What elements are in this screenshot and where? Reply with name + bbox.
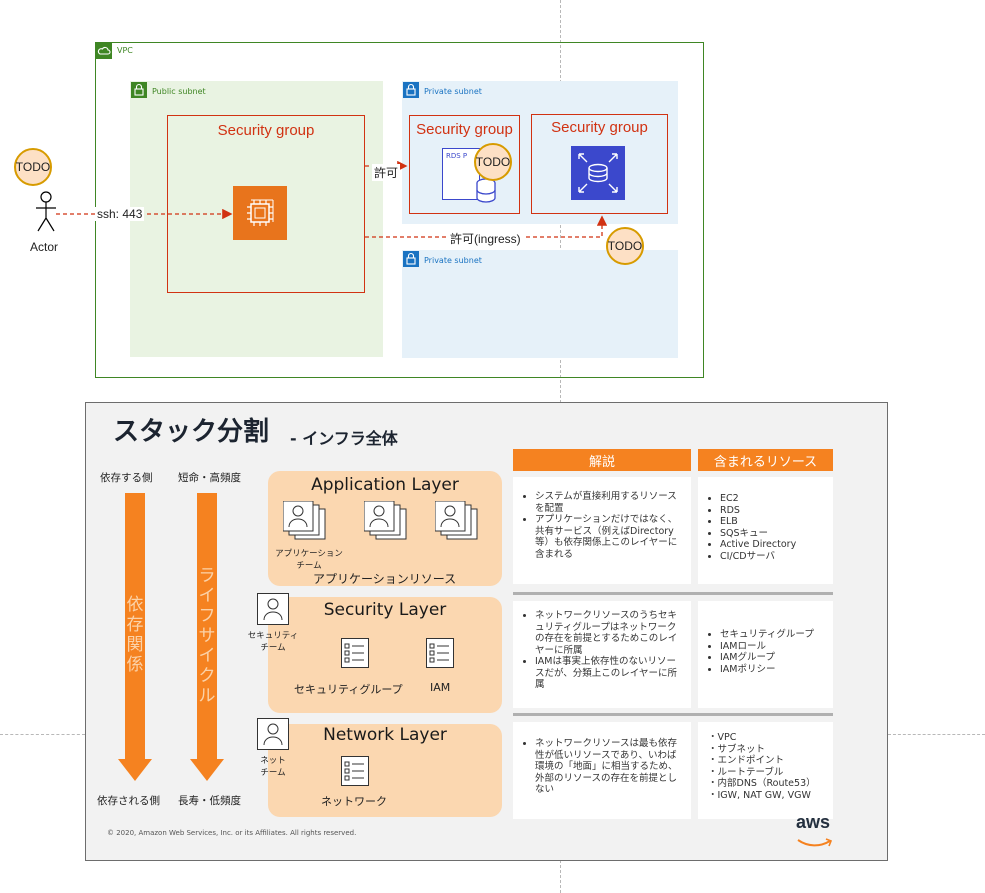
- desc-header: 解説: [513, 449, 691, 471]
- user-group-icon: [282, 500, 339, 551]
- rds-proxy-label: RDS P: [446, 152, 468, 160]
- cloud-icon: [96, 43, 112, 59]
- dependency-arrow-head: [118, 759, 152, 781]
- app-team-label: アプリケーション チーム: [275, 549, 343, 571]
- res-item: RDS: [720, 505, 825, 517]
- actor-icon[interactable]: [31, 190, 61, 240]
- res-item: Active Directory: [720, 539, 825, 551]
- list-document-icon: [341, 756, 369, 790]
- lock-icon: [403, 82, 419, 98]
- lifecycle-arrow-head: [190, 759, 224, 781]
- net-resource-label: ネットワーク: [321, 795, 387, 808]
- ssh-edge-label: ssh: 443: [95, 207, 145, 221]
- desc-cell-sec: ネットワークリソースのうちセキュリティグループはネットワークの存在を前提とするた…: [513, 601, 691, 708]
- desc-item: アプリケーションだけではなく、共有サービス（例えばDirectory等）も依存関…: [535, 514, 683, 560]
- private-subnet-1-label: Private subnet: [424, 87, 482, 96]
- res-item: ELB: [720, 516, 825, 528]
- lifecycle-arrow: [197, 493, 217, 759]
- row-separator: [513, 592, 833, 595]
- sg-label: Security group: [551, 119, 648, 136]
- copyright-text: © 2020, Amazon Web Services, Inc. or its…: [107, 829, 357, 837]
- res-item: ・ルートテーブル: [708, 766, 784, 778]
- res-item: CI/CDサーバ: [720, 551, 825, 563]
- dependency-arrow-text: 依存関係: [126, 595, 144, 675]
- desc-item: システムが直接利用するリソースを配置: [535, 491, 683, 514]
- private-subnet-2[interactable]: [402, 250, 678, 358]
- dependent-side-label: 依存する側: [100, 472, 153, 484]
- desc-item: IAMは事実上依存性のないリソースだが、分類上このレイヤーに所属: [535, 656, 683, 691]
- app-resource-label: アプリケーションリソース: [313, 572, 457, 586]
- desc-item: ネットワークリソースは最も依存性が低いリソースであり、いわば環境の「地面」に相当…: [535, 738, 683, 796]
- todo-marker[interactable]: TODO: [606, 227, 644, 265]
- guide-horizontal-left: [0, 734, 85, 735]
- rds-proxy-icon[interactable]: RDS P: [442, 148, 480, 200]
- actor-label: Actor: [30, 240, 59, 254]
- desc-item: ネットワークリソースのうちセキュリティグループはネットワークの存在を前提とするた…: [535, 610, 683, 656]
- res-item: IAMグループ: [720, 652, 825, 664]
- sec-team-label: セキュリティ チーム: [247, 631, 299, 653]
- long-lived-label: 長寿・低頻度: [178, 795, 241, 807]
- lock-icon: [403, 251, 419, 267]
- desc-cell-net: ネットワークリソースは最も依存性が低いリソースであり、いわば環境の「地面」に相当…: [513, 722, 691, 819]
- res-item: EC2: [720, 493, 825, 505]
- resources-header: 含まれるリソース: [698, 449, 833, 471]
- user-icon: [257, 718, 289, 754]
- slide-subtitle: - インフラ全体: [290, 429, 398, 448]
- user-group-icon: [434, 500, 491, 551]
- connection-lines: [56, 160, 608, 238]
- layer-title: Network Layer: [323, 725, 447, 745]
- todo-marker[interactable]: TODO: [14, 148, 52, 186]
- depended-side-label: 依存される側: [97, 795, 160, 807]
- sg-label: Security group: [416, 121, 513, 138]
- slide-title: スタック分割: [113, 417, 270, 447]
- todo-marker[interactable]: TODO: [474, 143, 512, 181]
- res-cell-sec: セキュリティグループ IAMロール IAMグループ IAMポリシー: [698, 601, 833, 708]
- res-cell-net: ・VPC ・サブネット ・エンドポイント ・ルートテーブル ・内部DNS（Rou…: [698, 722, 833, 819]
- res-item: IAMポリシー: [720, 664, 825, 676]
- security-group-public[interactable]: Security group: [167, 115, 365, 293]
- guide-horizontal-right: [888, 734, 985, 735]
- sg-label: Security group: [217, 122, 315, 139]
- res-item: SQSキュー: [720, 528, 825, 540]
- ec2-instance-icon[interactable]: [233, 186, 287, 240]
- private-subnet-2-label: Private subnet: [424, 256, 482, 265]
- res-item: セキュリティグループ: [720, 629, 825, 641]
- row-separator: [513, 713, 833, 716]
- security-layer[interactable]: Security Layer: [268, 597, 502, 713]
- res-item: IAMロール: [720, 641, 825, 653]
- rds-database-icon[interactable]: [571, 146, 625, 200]
- layer-title: Application Layer: [311, 475, 459, 495]
- aws-smile-icon: [797, 833, 833, 852]
- lifecycle-arrow-text: ライフサイクル: [198, 566, 216, 706]
- user-icon: [257, 593, 289, 629]
- sec-resource-label-sg: セキュリティグループ: [294, 683, 403, 696]
- net-team-label: ネット チーム: [260, 756, 286, 778]
- allow-edge-label: 許可: [372, 164, 401, 181]
- database-icon: [475, 178, 497, 208]
- lock-icon: [131, 82, 147, 98]
- public-subnet-label: Public subnet: [152, 87, 206, 96]
- res-item: ・エンドポイント: [708, 755, 785, 766]
- allow-ingress-edge-label: 許可(ingress): [448, 230, 523, 247]
- res-item: ・IGW, NAT GW, VGW: [708, 789, 811, 801]
- security-group-rds[interactable]: Security group: [531, 114, 668, 214]
- vpc-label: VPC: [117, 46, 133, 55]
- res-item: ・VPC: [708, 732, 737, 743]
- sec-resource-label-iam: IAM: [430, 681, 451, 694]
- res-cell-app: EC2 RDS ELB SQSキュー Active Directory CI/C…: [698, 477, 833, 584]
- res-item: ・内部DNS（Route53）: [708, 778, 816, 789]
- network-layer[interactable]: Network Layer: [268, 724, 502, 817]
- short-lived-label: 短命・高頻度: [178, 472, 241, 484]
- aws-logo: aws: [796, 812, 831, 832]
- user-group-icon: [363, 500, 420, 551]
- dependency-arrow: [125, 493, 145, 759]
- res-item: ・サブネット: [708, 743, 766, 755]
- list-document-icon: [341, 638, 369, 672]
- layer-title: Security Layer: [323, 600, 447, 620]
- desc-cell-app: システムが直接利用するリソースを配置 アプリケーションだけではなく、共有サービス…: [513, 477, 691, 584]
- security-group-proxy[interactable]: Security group: [409, 115, 520, 214]
- list-document-icon: [426, 638, 454, 672]
